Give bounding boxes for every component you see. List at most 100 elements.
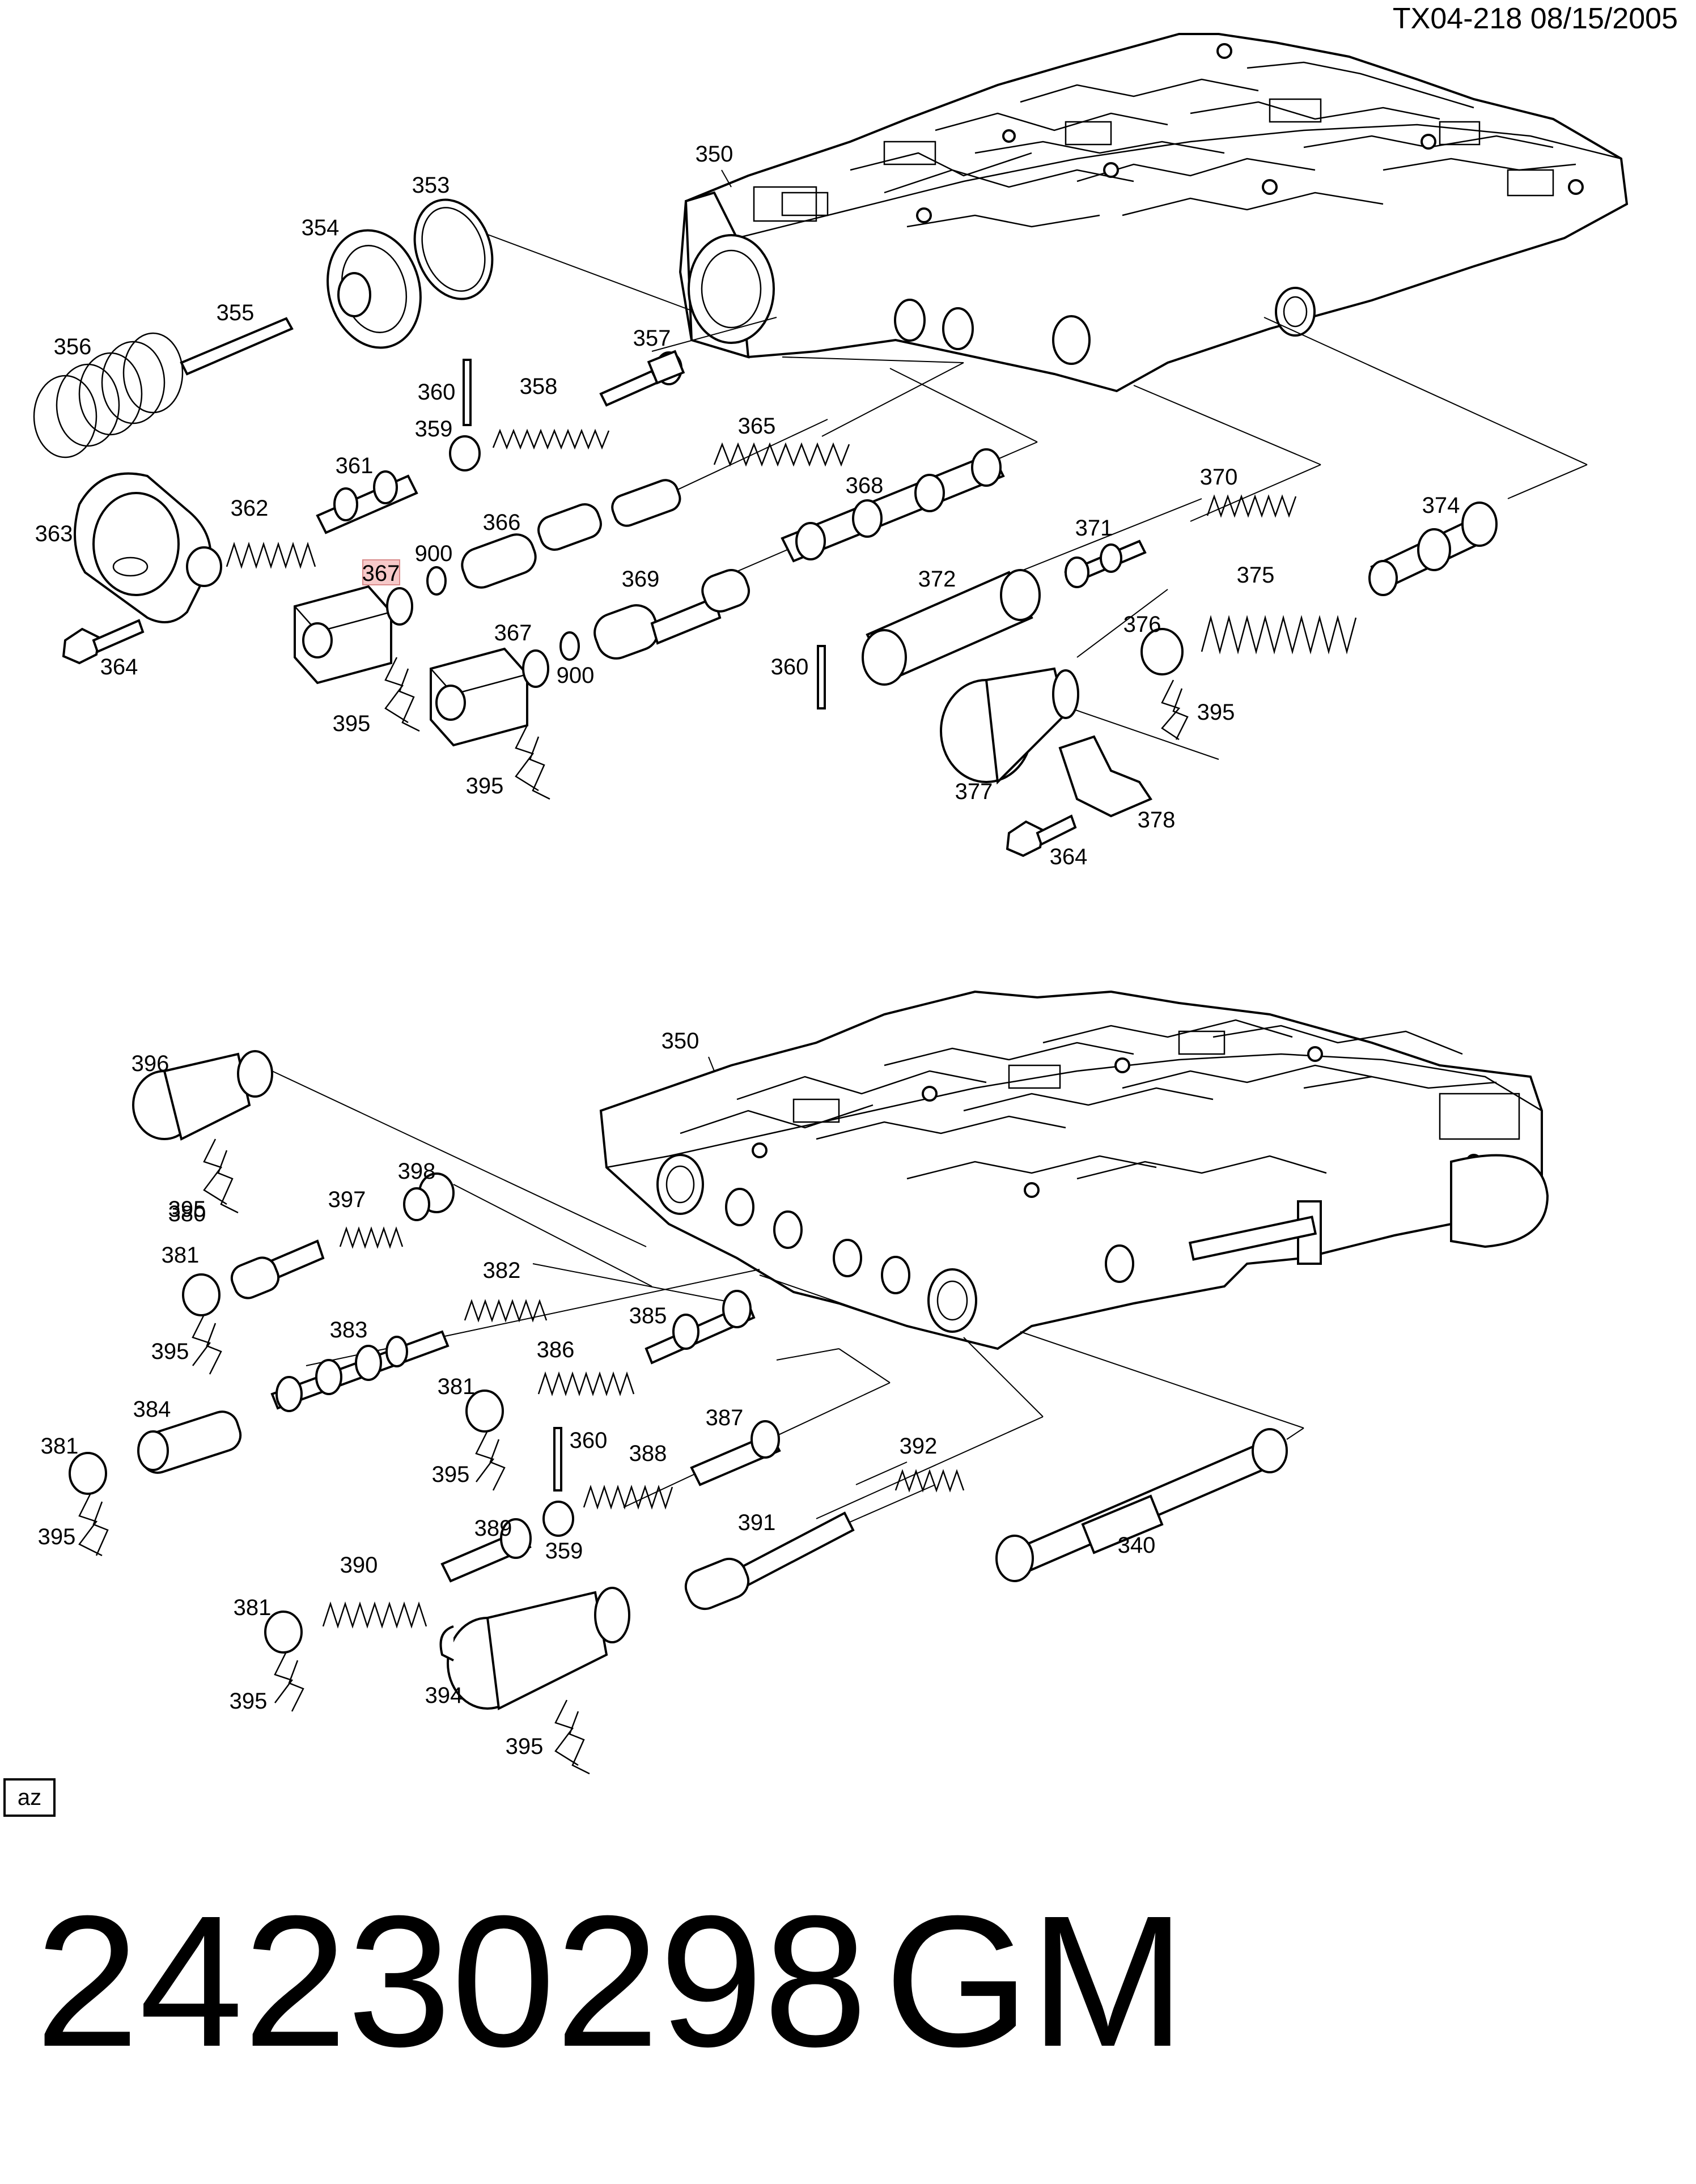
callout-label[interactable]: 381 [162, 1243, 200, 1268]
bolt-364-right[interactable] [1006, 814, 1077, 857]
callout-label[interactable]: 360 [418, 380, 456, 405]
bolt-364-left[interactable] [62, 619, 145, 665]
spring-388[interactable] [583, 1485, 673, 1510]
callout-label[interactable]: 387 [706, 1405, 744, 1430]
seal-900-b[interactable] [559, 631, 580, 661]
callout-label[interactable]: 361 [336, 453, 374, 478]
clip-395-upper-a[interactable] [384, 657, 420, 732]
callout-label[interactable]: 381 [234, 1595, 272, 1620]
valve-369[interactable] [590, 566, 753, 664]
spring-356[interactable] [33, 332, 184, 458]
spring-392[interactable] [894, 1469, 965, 1493]
clip-395-396[interactable] [203, 1138, 239, 1214]
clip-395-upper-c[interactable] [1161, 679, 1189, 741]
clip-395-381-d[interactable] [274, 1651, 304, 1712]
valve-body-lower[interactable] [599, 990, 1549, 1350]
plug-381-b[interactable] [465, 1390, 504, 1433]
clip-395-381-b[interactable] [475, 1430, 506, 1491]
callout-label[interactable]: 372 [918, 567, 956, 592]
solenoid-367-a[interactable] [293, 585, 413, 685]
callout-label[interactable]: 359 [545, 1539, 583, 1563]
spring-370[interactable] [1206, 494, 1297, 518]
solenoid-377[interactable] [940, 667, 1079, 785]
callout-label[interactable]: 354 [302, 215, 340, 240]
pin-355[interactable] [180, 317, 294, 376]
callout-label[interactable]: 353 [412, 173, 450, 198]
callout-label[interactable]: 366 [483, 510, 521, 535]
callout-label[interactable]: 360 [771, 655, 809, 679]
callout-label[interactable]: 360 [570, 1428, 608, 1453]
spring-382[interactable] [464, 1299, 548, 1323]
valve-body-upper[interactable] [679, 33, 1629, 393]
callout-label[interactable]: 362 [231, 496, 269, 521]
solenoid-396[interactable] [132, 1050, 273, 1141]
callout-label[interactable]: 395 [466, 774, 504, 798]
valve-374[interactable] [1368, 502, 1498, 596]
callout-label[interactable]: 394 [425, 1683, 463, 1708]
callout-label[interactable]: 367 [494, 621, 532, 645]
callout-label[interactable]: 381 [438, 1374, 476, 1399]
spring-362[interactable] [226, 541, 316, 570]
callout-label[interactable]: 383 [330, 1318, 368, 1342]
manual-valve-340[interactable] [995, 1428, 1288, 1582]
callout-label[interactable]: 356 [54, 334, 92, 359]
pin-360-upper[interactable] [463, 359, 472, 426]
valve-361[interactable] [316, 470, 418, 534]
callout-label[interactable]: 395 [333, 711, 371, 736]
spring-375[interactable] [1201, 615, 1357, 655]
callout-label[interactable]: 386 [537, 1337, 575, 1362]
callout-label[interactable]: 355 [217, 300, 255, 325]
callout-label[interactable]: 350 [662, 1029, 699, 1053]
valve-383[interactable] [270, 1330, 450, 1412]
valve-371[interactable] [1064, 539, 1147, 588]
callout-label[interactable]: 381 [41, 1434, 79, 1459]
callout-label[interactable]: 900 [415, 541, 453, 566]
callout-label[interactable]: 365 [738, 414, 776, 439]
callout-label[interactable]: 364 [100, 655, 138, 679]
valve-366[interactable] [457, 477, 684, 592]
spring-390[interactable] [322, 1601, 427, 1629]
valve-385[interactable] [645, 1290, 756, 1365]
o-ring-353[interactable] [401, 189, 506, 310]
callout-label[interactable]: 391 [738, 1510, 776, 1535]
callout-label[interactable]: 395 [38, 1524, 76, 1549]
valve-387[interactable] [690, 1420, 781, 1486]
solenoid-394[interactable] [439, 1587, 630, 1711]
pin-360-lower[interactable] [553, 1427, 562, 1492]
callout-label[interactable]: 900 [557, 663, 595, 688]
callout-label[interactable]: 367 [362, 561, 400, 586]
plug-381-c[interactable] [69, 1452, 107, 1495]
valve-357[interactable] [599, 350, 685, 407]
sleeve-372[interactable] [862, 569, 1041, 686]
callout-label[interactable]: 397 [328, 1187, 366, 1212]
plug-398[interactable] [403, 1172, 455, 1221]
solenoid-367-b[interactable] [429, 647, 549, 747]
callout-label[interactable]: 350 [696, 142, 733, 167]
callout-label[interactable]: 380 [168, 1201, 206, 1226]
cover-363[interactable] [74, 472, 222, 623]
clip-395-381-c[interactable] [78, 1493, 109, 1557]
callout-label[interactable]: 388 [629, 1441, 667, 1466]
callout-label[interactable]: 368 [846, 473, 884, 498]
callout-label[interactable]: 384 [133, 1397, 171, 1422]
spring-365[interactable] [713, 442, 850, 467]
callout-label[interactable]: 369 [622, 567, 660, 592]
valve-368[interactable] [781, 448, 1005, 563]
callout-label[interactable]: 378 [1138, 808, 1176, 832]
callout-label[interactable]: 364 [1050, 844, 1088, 869]
callout-label[interactable]: 371 [1075, 516, 1113, 541]
clip-395-upper-b[interactable] [515, 725, 550, 800]
callout-label[interactable]: 382 [483, 1258, 521, 1283]
valve-384[interactable] [135, 1408, 245, 1477]
plug-376[interactable] [1140, 628, 1184, 675]
callout-label[interactable]: 395 [168, 1197, 206, 1222]
callout-label[interactable]: 398 [398, 1159, 436, 1184]
valve-389[interactable] [440, 1518, 532, 1583]
plug-359-lower[interactable] [542, 1501, 574, 1537]
callout-label[interactable]: 359 [415, 417, 453, 441]
spring-386[interactable] [537, 1371, 635, 1396]
callout-label[interactable]: 390 [340, 1553, 378, 1578]
callout-label[interactable]: 357 [633, 326, 671, 351]
callout-label[interactable]: 370 [1200, 465, 1238, 490]
callout-label[interactable]: 395 [151, 1339, 189, 1364]
